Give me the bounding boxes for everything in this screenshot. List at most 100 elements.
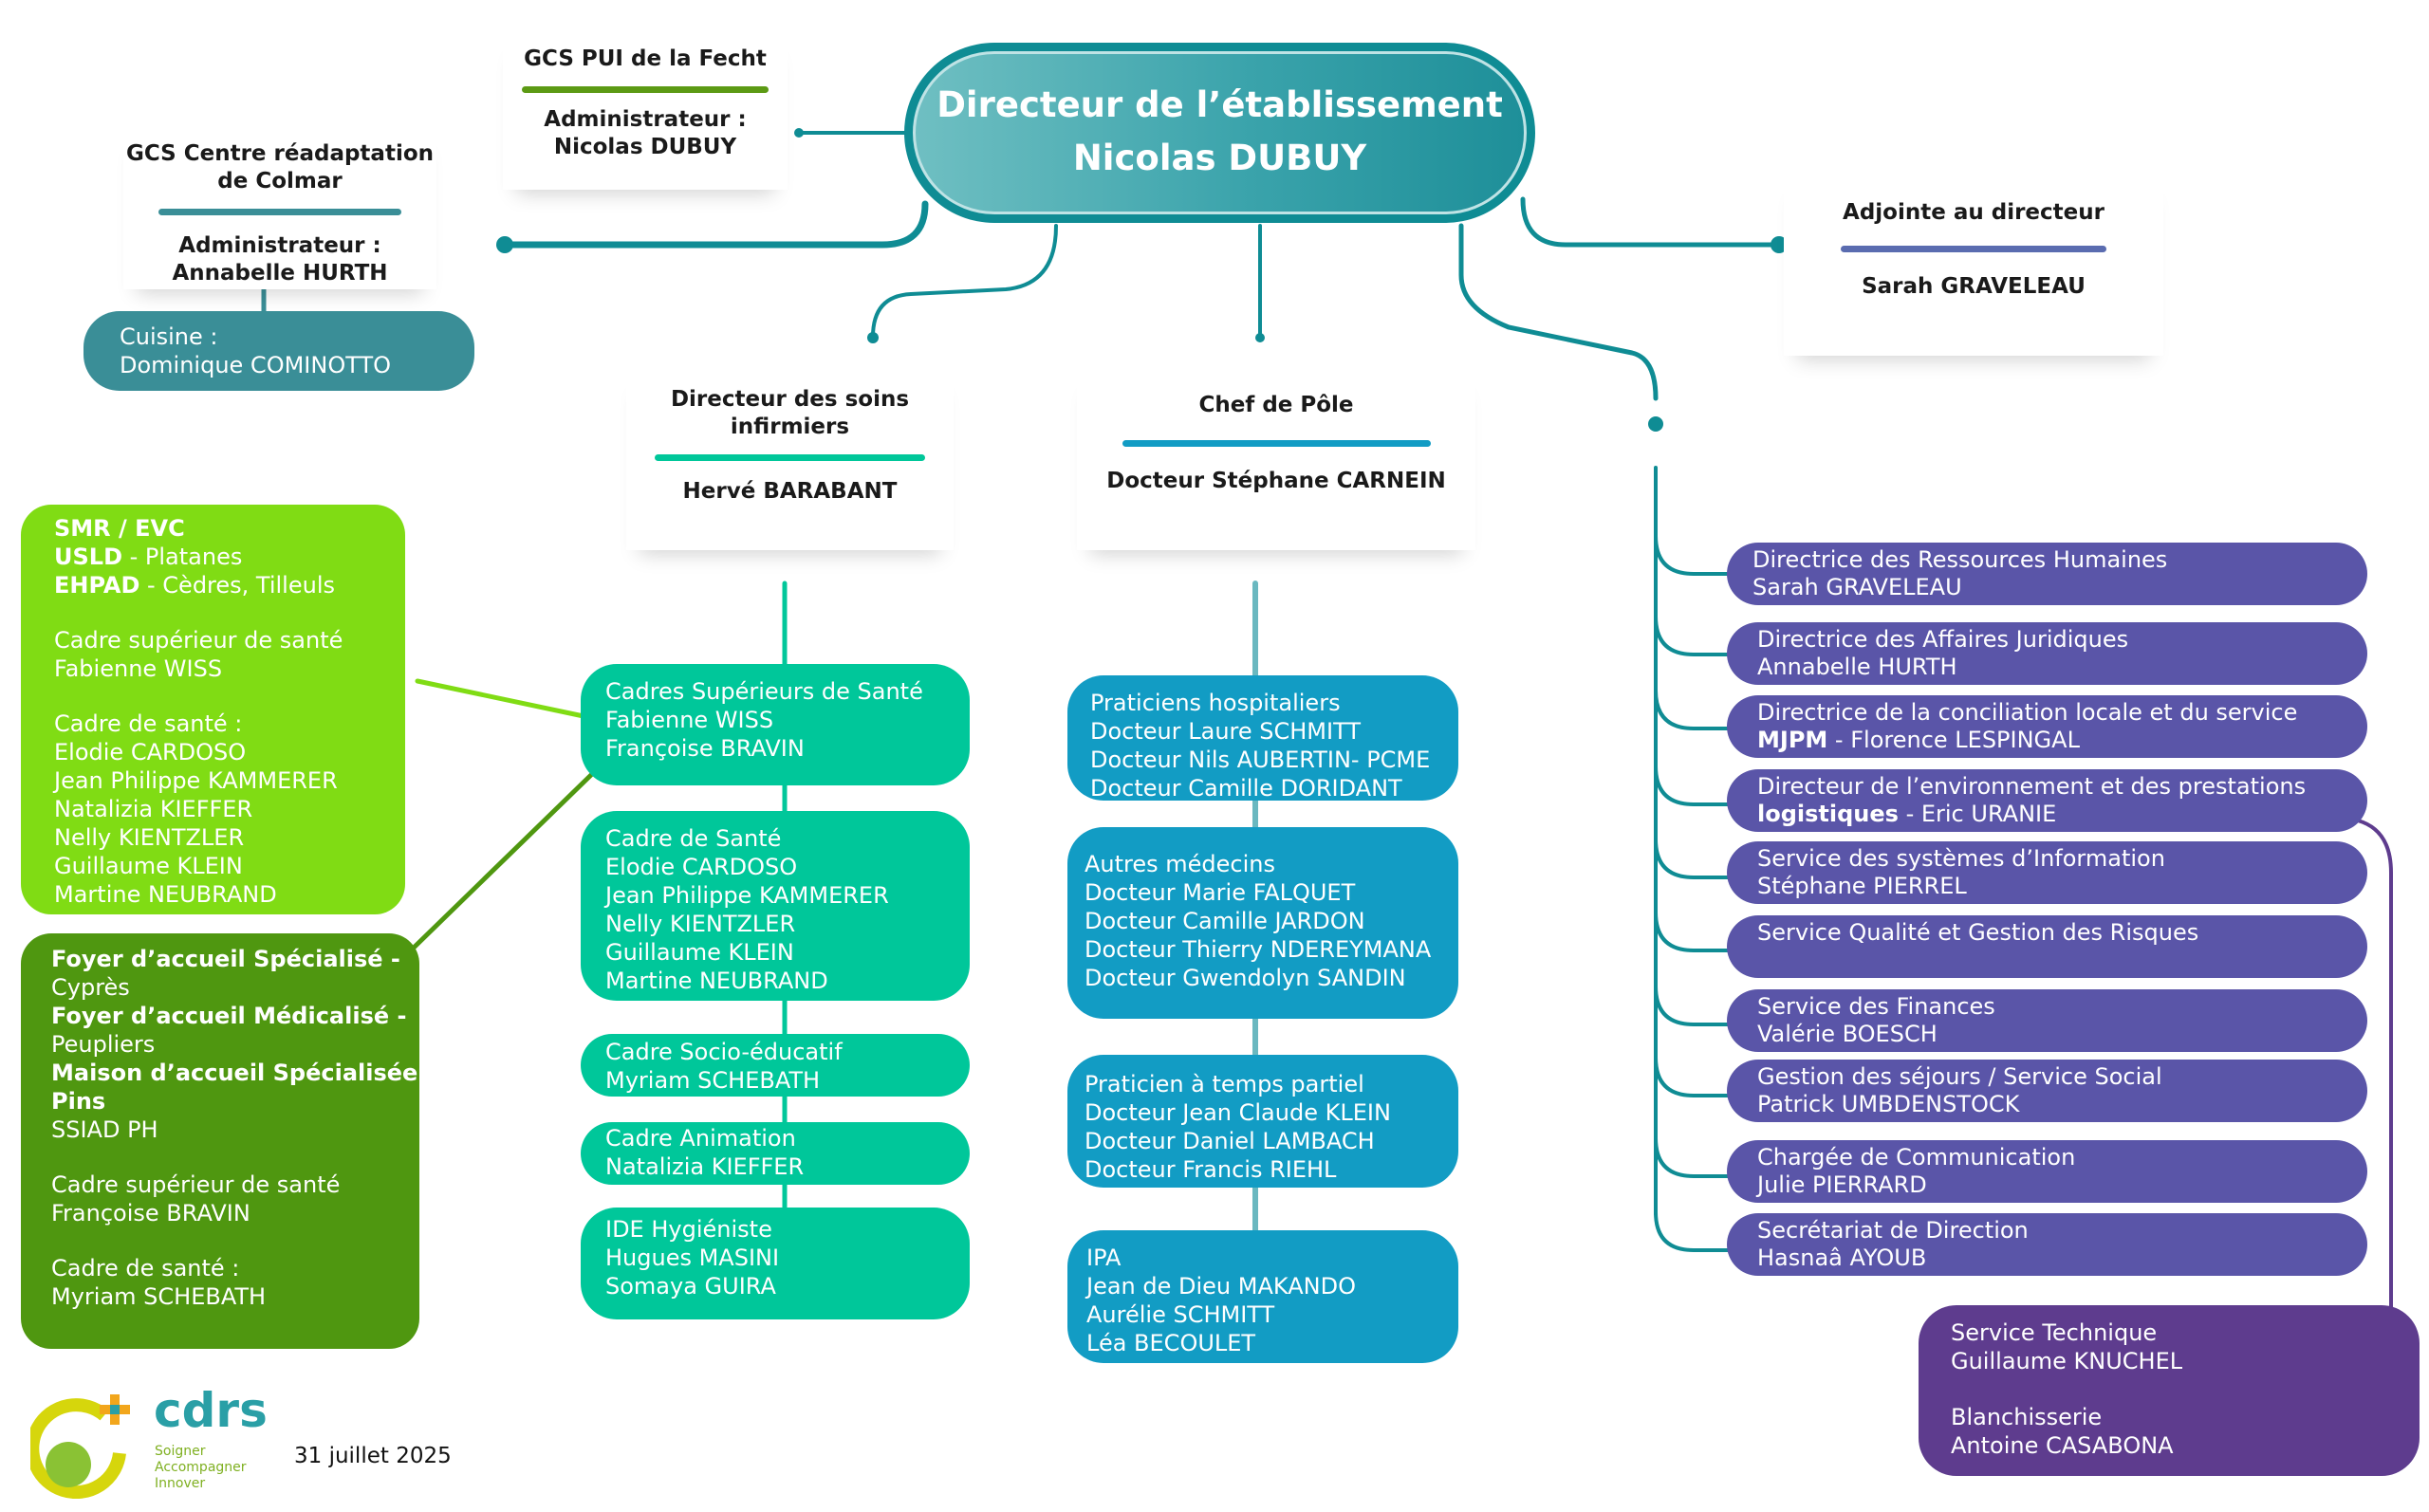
smr-name-6: Martine NEUBRAND — [54, 881, 277, 908]
medical-box-4: IPA Jean de Dieu MAKANDO Aurélie SCHMITT… — [1067, 1230, 1458, 1363]
director-name: Nicolas DUBUY — [1072, 138, 1367, 178]
logo-tag-2: Accompagner — [155, 1460, 247, 1475]
admin-communication-title: Chargée de Communication — [1757, 1144, 2076, 1171]
medical-4-name-2: Aurélie SCHMITT — [1086, 1301, 1275, 1328]
dsi-title-1: Directeur des soins — [670, 387, 910, 412]
chef-pole-card: Chef de Pôle Docteur Stéphane CARNEIN — [1077, 365, 1475, 550]
technique-title: Service Technique — [1951, 1319, 2158, 1346]
gcs-pui-card: GCS PUI de la Fecht Administrateur : Nic… — [503, 28, 788, 190]
admin-env-name: - Eric URANIE — [1898, 801, 2057, 827]
dsi-title-2: infirmiers — [730, 415, 850, 439]
admin-juridique: Directrice des Affaires Juridiques Annab… — [1727, 622, 2367, 685]
admin-finances-name: Valérie BOESCH — [1757, 1021, 1938, 1047]
admin-secretariat-name: Hasnaâ AYOUB — [1757, 1245, 1927, 1271]
adjointe-title: Adjointe au directeur — [1843, 200, 2105, 225]
gcs-colmar-role: Administrateur : — [178, 233, 381, 258]
cuisine-label: Cuisine : — [120, 323, 218, 350]
medical-1-name-2: Docteur Nils AUBERTIN- PCME — [1090, 747, 1431, 773]
usld-value: - Platanes — [122, 544, 243, 570]
cuisine-box: Cuisine : Dominique COMINOTTO — [83, 311, 474, 391]
medical-1-name-3: Docteur Camille DORIDANT — [1090, 775, 1402, 801]
soins-5-name-1: Hugues MASINI — [605, 1245, 780, 1271]
logo-name: cdrs — [154, 1383, 268, 1438]
medical-4-title: IPA — [1086, 1245, 1122, 1271]
admin-rh-title: Directrice des Ressources Humaines — [1752, 546, 2168, 573]
smr-cadre-sup: Cadre supérieur de santé — [54, 627, 343, 654]
gcs-colmar-name: Annabelle HURTH — [172, 261, 388, 286]
admin-sejours-name: Patrick UMBDENSTOCK — [1757, 1091, 2020, 1117]
medical-box-2: Autres médecins Docteur Marie FALQUET Do… — [1067, 827, 1458, 1019]
blanchisserie-title: Blanchisserie — [1951, 1404, 2103, 1430]
cuisine-name: Dominique COMINOTTO — [120, 352, 391, 378]
director-title: Directeur de l’établissement — [936, 84, 1503, 125]
soins-4-title: Cadre Animation — [605, 1125, 796, 1152]
admin-si-title: Service des systèmes d’Information — [1757, 845, 2165, 872]
blanchisserie-name: Antoine CASABONA — [1951, 1432, 2174, 1459]
admin-juridique-title: Directrice des Affaires Juridiques — [1757, 626, 2129, 653]
fam-value: Peupliers — [51, 1031, 156, 1058]
soins-box-1: Cadres Supérieurs de Santé Fabienne WISS… — [581, 664, 970, 785]
chef-pole-title: Chef de Pôle — [1198, 393, 1354, 417]
admin-logistiques: logistiques — [1757, 801, 1899, 827]
admin-juridique-name: Annabelle HURTH — [1757, 654, 1957, 680]
admin-rh-name: Sarah GRAVELEAU — [1752, 574, 1962, 600]
smr-box: SMR / EVC USLD - Platanes EHPAD - Cèdres… — [21, 505, 405, 914]
usld-label: USLD — [54, 544, 122, 570]
soins-box-2: Cadre de Santé Elodie CARDOSO Jean Phili… — [581, 811, 970, 1001]
soins-1-name-2: Françoise BRAVIN — [605, 735, 805, 762]
logo-tag-1: Soigner — [155, 1444, 206, 1459]
ehpad-value: - Cèdres, Tilleuls — [139, 572, 335, 599]
soins-1-name-1: Fabienne WISS — [605, 707, 774, 733]
foyer-cadre-sup: Cadre supérieur de santé — [51, 1171, 341, 1198]
foyer-cadre-sup-name: Françoise BRAVIN — [51, 1200, 250, 1226]
soins-box-3: Cadre Socio-éducatif Myriam SCHEBATH — [581, 1034, 970, 1097]
gcs-pui-name: Nicolas DUBUY — [553, 135, 737, 159]
gcs-colmar-card: GCS Centre réadaptation de Colmar Admini… — [123, 123, 436, 289]
cdrs-logo-mark — [30, 1394, 130, 1499]
smr-cadre: Cadre de santé : — [54, 710, 243, 737]
admin-si-name: Stéphane PIERREL — [1757, 873, 1967, 899]
admin-qualite-title: Service Qualité et Gestion des Risques — [1757, 919, 2199, 946]
admin-sejours: Gestion des séjours / Service Social Pat… — [1727, 1060, 2367, 1122]
admin-secretariat: Secrétariat de Direction Hasnaâ AYOUB — [1727, 1213, 2367, 1276]
medical-3-name-2: Docteur Daniel LAMBACH — [1085, 1128, 1375, 1154]
fas-label: Foyer d’accueil Spécialisé - — [51, 946, 400, 972]
adjointe-card: Adjointe au directeur Sarah GRAVELEAU — [1784, 171, 2163, 356]
soins-5-title: IDE Hygiéniste — [605, 1216, 772, 1243]
admin-secretariat-title: Secrétariat de Direction — [1757, 1217, 2029, 1244]
smr-name-3: Natalizia KIEFFER — [54, 796, 253, 822]
soins-2-name-5: Martine NEUBRAND — [605, 968, 828, 994]
medical-3-name-3: Docteur Francis RIEHL — [1085, 1156, 1337, 1183]
technique-box: Service Technique Guillaume KNUCHEL Blan… — [1919, 1305, 2420, 1476]
admin-mjpm: MJPM — [1757, 727, 1828, 753]
medical-2-name-2: Docteur Camille JARDON — [1085, 908, 1365, 934]
fas-value: Cyprès — [51, 974, 130, 1001]
smr-cadre-sup-name: Fabienne WISS — [54, 655, 223, 682]
medical-2-name-1: Docteur Marie FALQUET — [1085, 879, 1356, 906]
soins-2-name-4: Guillaume KLEIN — [605, 939, 794, 966]
soins-2-name-3: Nelly KIENTZLER — [605, 911, 796, 937]
smr-line-1: SMR / EVC — [54, 515, 185, 542]
admin-finances: Service des Finances Valérie BOESCH — [1727, 989, 2367, 1052]
foyer-cadre-name: Myriam SCHEBATH — [51, 1283, 267, 1310]
soins-3-title: Cadre Socio-éducatif — [605, 1039, 843, 1065]
medical-2-title: Autres médecins — [1085, 851, 1275, 877]
smr-name-4: Nelly KIENTZLER — [54, 824, 245, 851]
fam-label: Foyer d’accueil Médicalisé - — [51, 1003, 407, 1029]
admin-qualite: Service Qualité et Gestion des Risques — [1727, 915, 2367, 978]
soins-5-name-2: Somaya GUIRA — [605, 1273, 776, 1300]
dsi-card: Directeur des soins infirmiers Hervé BAR… — [626, 365, 954, 550]
medical-4-name-3: Léa BECOULET — [1086, 1330, 1256, 1356]
admin-env-title: Directeur de l’environnement et des pres… — [1757, 773, 2307, 800]
foyer-cadre: Cadre de santé : — [51, 1255, 240, 1282]
mas-label-2: Pins — [51, 1088, 106, 1115]
gcs-pui-role: Administrateur : — [544, 107, 747, 132]
gcs-pui-title: GCS PUI de la Fecht — [524, 46, 767, 71]
dsi-name: Hervé BARABANT — [682, 479, 898, 504]
logo-tag-3: Innover — [155, 1476, 206, 1491]
medical-1-name-1: Docteur Laure SCHMITT — [1090, 718, 1361, 745]
medical-3-name-1: Docteur Jean Claude KLEIN — [1085, 1099, 1391, 1126]
soins-2-title: Cadre de Santé — [605, 825, 782, 852]
foyer-box: Foyer d’accueil Spécialisé - Cyprès Foye… — [21, 933, 419, 1349]
admin-conciliation: Directrice de la conciliation locale et … — [1727, 695, 2367, 758]
